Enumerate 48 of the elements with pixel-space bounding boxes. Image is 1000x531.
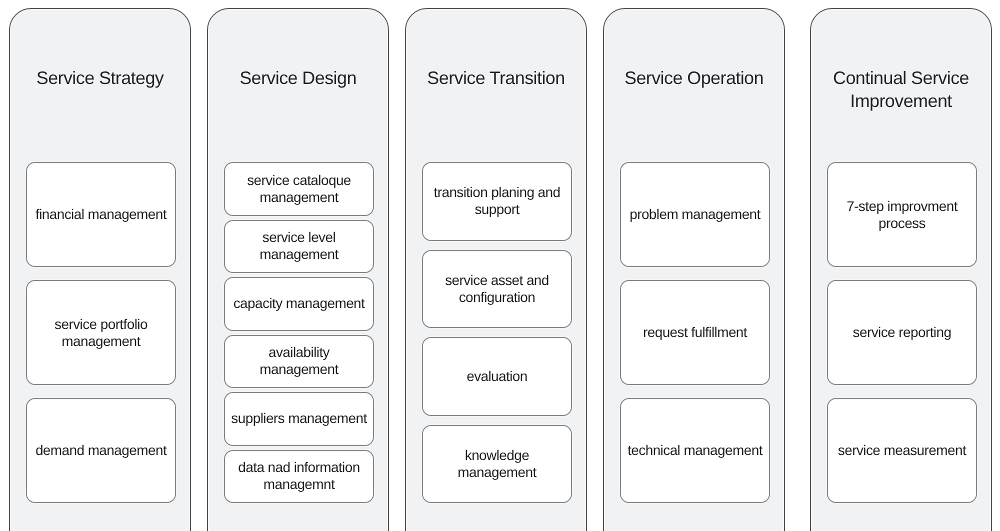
process-label: transition planing and support <box>432 184 562 218</box>
process-box <box>224 220 374 273</box>
process-box <box>422 162 572 240</box>
process-box <box>620 398 770 503</box>
process-box <box>827 280 977 385</box>
column-title: Service Design <box>238 67 358 90</box>
process-box <box>422 424 572 503</box>
phase-column <box>810 8 992 531</box>
process-label: demand management <box>34 442 168 459</box>
phase-column <box>9 8 191 531</box>
process-label: problem management <box>628 206 762 223</box>
column-title: Continual Service Improvement <box>832 67 970 113</box>
process-box <box>224 392 374 446</box>
process-label: service reporting <box>852 324 952 341</box>
process-box <box>422 337 572 416</box>
process-label: 7-step improvment process <box>846 198 959 232</box>
phase-column <box>603 8 785 531</box>
process-box <box>827 398 977 503</box>
process-label: service level management <box>258 229 340 264</box>
process-label: service measurement <box>836 442 968 459</box>
phase-column <box>405 8 587 531</box>
phase-column <box>207 8 389 531</box>
process-box <box>224 450 374 503</box>
process-label: suppliers management <box>230 410 368 428</box>
process-box <box>26 398 176 503</box>
column-title: Service Strategy <box>35 67 165 90</box>
process-label: technical management <box>626 442 764 459</box>
process-box <box>620 280 770 385</box>
process-label: service portfolio management <box>54 316 148 350</box>
process-label: knowledge management <box>456 446 538 481</box>
process-box <box>827 162 977 267</box>
process-label: capacity management <box>232 295 366 312</box>
process-label: request fulfillment <box>642 324 748 341</box>
process-label: financial management <box>34 206 168 223</box>
process-box <box>26 280 176 385</box>
process-box <box>26 162 176 267</box>
process-label: evaluation <box>466 368 528 385</box>
process-box <box>224 334 374 388</box>
column-title: Service Operation <box>624 67 764 90</box>
process-box <box>422 250 572 328</box>
process-label: service asset and configuration <box>444 272 550 306</box>
column-title: Service Transition <box>426 67 566 90</box>
process-box <box>620 162 770 267</box>
process-box <box>224 162 374 216</box>
process-label: availability management <box>258 344 340 378</box>
process-box <box>224 277 374 330</box>
process-label: service cataloque management <box>246 172 352 206</box>
process-label: data nad information managemnt <box>237 459 361 494</box>
